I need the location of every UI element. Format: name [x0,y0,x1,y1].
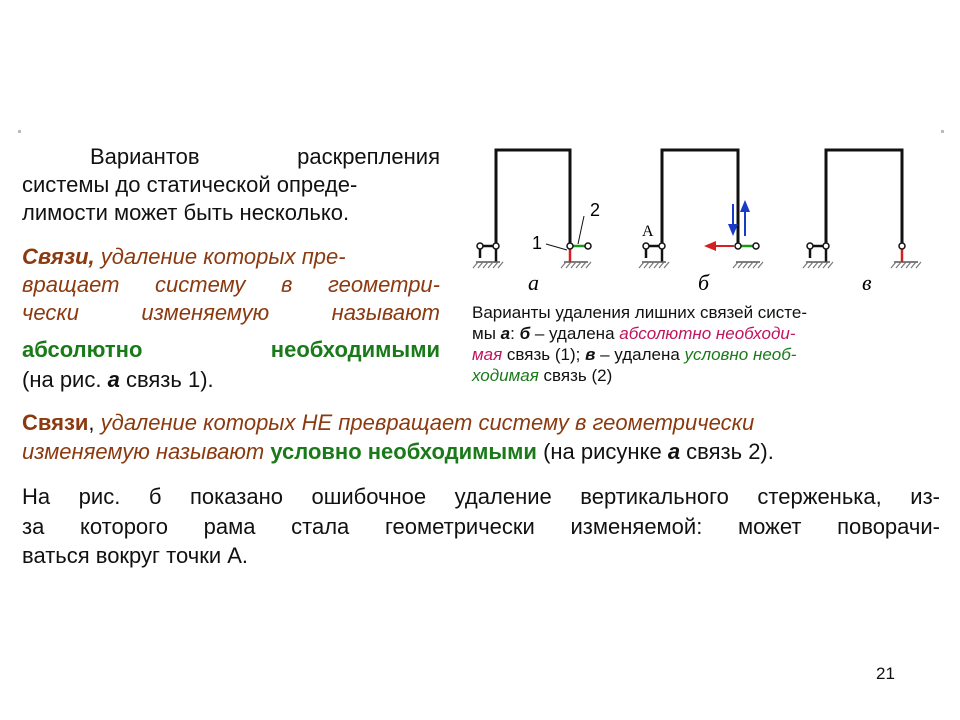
corner-mark-left [18,130,21,133]
caption-line2: мы а: б – удалена абсолютно необходи- [472,324,796,343]
p3-line2: изменяемую называют условно необходимыми… [22,439,774,464]
caption-line1: Варианты удаления лишних связей систе- [472,303,808,322]
p4-line3: ваться вокруг точки А. [22,543,249,568]
label-b: б [698,270,710,295]
figure-caption: Варианты удаления лишних связей систе- м… [472,302,927,386]
p2-line3: чески изменяемую называют [22,300,440,325]
p3-line1: Связи, удаление которых НЕ превращает си… [22,410,755,435]
frame-b [638,148,764,269]
caption-line3: мая связь (1); в – удалена условно необ- [472,345,797,364]
frame-a [472,148,592,269]
frame-v [802,148,922,269]
p2-line5: (на рис. а связь 1). [22,367,214,392]
num-2: 2 [590,200,600,220]
p4-line2: за которого рама стала геометрически изм… [22,514,940,539]
caption-line4: ходимая связь (2) [472,366,613,385]
p2-line2: вращает систему в геометри- [22,272,440,297]
frame-diagrams: а 1 2 A б в [472,148,922,295]
p1-line2: системы до статической опреде- [22,172,358,197]
label-v: в [862,270,872,295]
num-1: 1 [532,233,542,253]
corner-mark-right [941,130,944,133]
p2-line1: Связи, удаление которых пре- [22,244,346,269]
p1-line3: лимости может быть несколько. [22,200,350,225]
label-a: а [528,270,539,295]
p4-line1: На рис. б показано ошибочное удаление ве… [22,484,940,509]
point-a-label: A [642,223,654,240]
page-number: 21 [876,664,895,683]
